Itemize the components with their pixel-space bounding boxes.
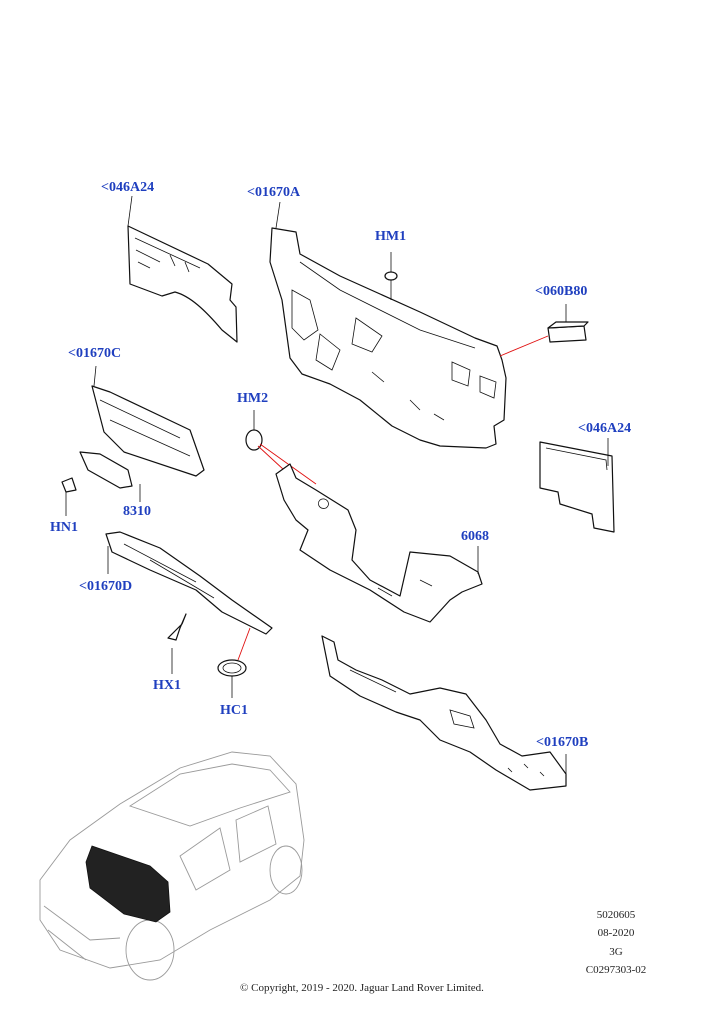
callout-01670c[interactable]: <01670C — [68, 346, 122, 361]
diagram-date: 08-2020 — [597, 927, 635, 939]
diagram-revision: 3G — [609, 946, 623, 958]
callout-6068[interactable]: 6068 — [461, 529, 489, 544]
grommet-hm2[interactable] — [245, 410, 317, 495]
dash-insulator-01670a[interactable] — [269, 201, 507, 449]
callout-hm2[interactable]: HM2 — [237, 391, 269, 406]
pad-060b80[interactable] — [499, 304, 589, 357]
insulator-6068[interactable] — [275, 463, 483, 623]
callout-046a24-top[interactable]: <046A24 — [101, 180, 155, 195]
diagram-code: C0297303-02 — [585, 964, 647, 976]
callout-hn1[interactable]: HN1 — [50, 520, 78, 535]
copyright-notice: © Copyright, 2019 - 2020. Jaguar Land Ro… — [240, 982, 484, 994]
callout-01670d[interactable]: <01670D — [79, 579, 133, 594]
insulator-01670b[interactable] — [321, 635, 567, 791]
callout-8310[interactable]: 8310 — [123, 504, 151, 519]
grommet-hc1[interactable] — [217, 659, 247, 698]
callout-01670b[interactable]: <01670B — [536, 735, 589, 750]
callout-046a24-right[interactable]: <046A24 — [578, 421, 632, 436]
insulator-01670d[interactable] — [105, 531, 273, 661]
insulator-01670c[interactable] — [79, 365, 205, 489]
callout-01670a[interactable]: <01670A — [247, 185, 301, 200]
highlighted-dash-insulator — [85, 845, 171, 923]
clip-hn1[interactable] — [61, 477, 77, 516]
clip-hx1[interactable] — [167, 613, 187, 674]
vehicle-location-illustration — [39, 751, 305, 981]
callout-hc1[interactable]: HC1 — [220, 703, 248, 718]
insulator-pad-046a24-top[interactable] — [127, 195, 238, 343]
callout-060b80[interactable]: <060B80 — [535, 284, 588, 299]
callout-hx1[interactable]: HX1 — [153, 678, 181, 693]
diagram-reference-number: 5020605 — [596, 909, 636, 921]
callout-hm1[interactable]: HM1 — [375, 229, 407, 244]
fastener-hm1[interactable] — [384, 252, 398, 300]
insulator-pad-046a24-right[interactable] — [539, 438, 615, 533]
